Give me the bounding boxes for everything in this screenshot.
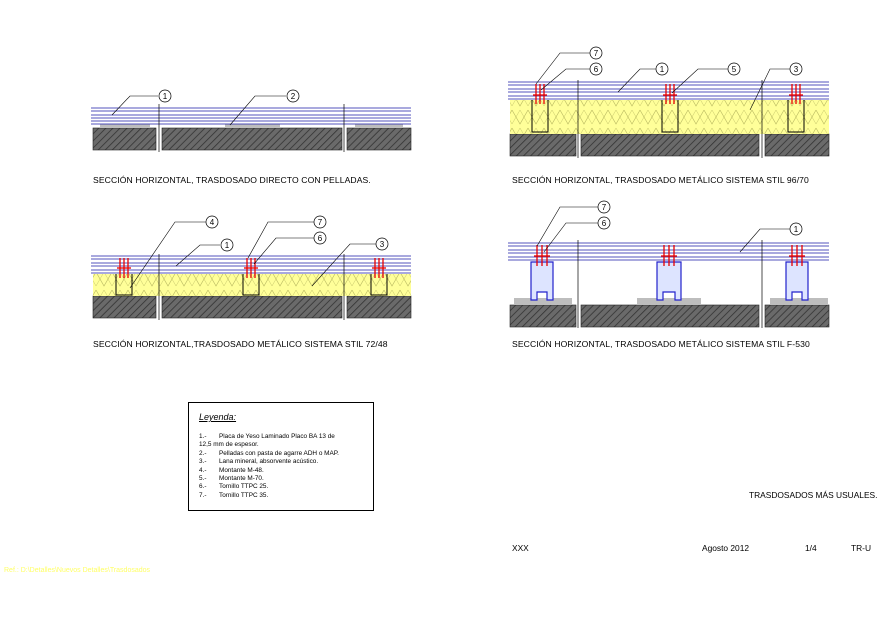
section-stil-f530-drawing: 7 6 1 <box>508 200 830 328</box>
studs-m70 <box>531 100 805 133</box>
callout-3-bubble: 3 <box>789 62 803 76</box>
mineral-wool <box>510 100 829 134</box>
screws <box>117 258 386 278</box>
svg-text:3: 3 <box>794 65 799 74</box>
svg-text:6: 6 <box>602 219 607 228</box>
svg-text:7: 7 <box>318 218 323 227</box>
callout-1-bubble: 1 <box>158 89 172 103</box>
masonry-wall <box>92 127 412 151</box>
legend-item: 7.-Tornillo TTPC 35. <box>199 491 269 499</box>
callout-7-bubble: 7 <box>597 200 611 214</box>
legend-item: 4.-Montante M-48. <box>199 466 264 474</box>
screws <box>533 84 803 104</box>
section-stil-f530-caption: SECCIÓN HORIZONTAL, TRASDOSADO METÁLICO … <box>512 339 810 349</box>
file-path-label: Ref.: D:\Detalles\Nuevos Detalles\Trasdo… <box>4 567 151 574</box>
svg-text:6: 6 <box>594 65 599 74</box>
callout-3-bubble: 3 <box>375 237 389 251</box>
section-stil-96-70-drawing: 7 6 1 5 3 <box>508 46 830 158</box>
studs-m48 <box>115 274 388 296</box>
screws <box>534 245 805 266</box>
section-stil-96-70-caption: SECCIÓN HORIZONTAL, TRASDOSADO METÁLICO … <box>512 175 809 185</box>
legend-list: 1.-Placa de Yeso Laminado Placo BA 13 de… <box>199 433 339 500</box>
studs-f530 <box>530 261 809 301</box>
legend-item: 1.-Placa de Yeso Laminado Placo BA 13 de <box>199 433 335 440</box>
sheet-code: TR-U <box>851 543 872 553</box>
legend-item: 12,5 mm de espesor. <box>199 441 259 449</box>
page-number: 1/4 <box>805 543 817 553</box>
callout-6-bubble: 6 <box>589 62 603 76</box>
svg-text:7: 7 <box>602 203 607 212</box>
section-stil-72-48-drawing: 4 1 7 6 3 <box>91 215 412 320</box>
svg-text:1: 1 <box>660 65 665 74</box>
callout-1-bubble: 1 <box>789 222 803 236</box>
callout-4-bubble: 4 <box>205 215 219 229</box>
legend-box: Leyenda: 1.-Placa de Yeso Laminado Placo… <box>188 402 374 511</box>
callout-5-bubble: 5 <box>727 62 741 76</box>
legend-item: 5.-Montante M-70. <box>199 475 264 483</box>
callout-1-bubble: 1 <box>655 62 669 76</box>
date-label: Agosto 2012 <box>702 543 750 553</box>
sheet-title: TRASDOSADOS MÁS USUALES. <box>749 490 878 500</box>
legend-title: Leyenda: <box>199 412 237 422</box>
callout-6-bubble: 6 <box>597 216 611 230</box>
svg-text:1: 1 <box>794 225 799 234</box>
legend-item: 2.-Pelladas con pasta de agarre ADH o MA… <box>199 449 339 457</box>
section-direct-caption: SECCIÓN HORIZONTAL, TRASDOSADO DIRECTO C… <box>93 175 371 185</box>
mineral-wool <box>93 274 411 296</box>
svg-text:7: 7 <box>594 49 599 58</box>
author-label: XXX <box>512 543 529 553</box>
svg-text:5: 5 <box>732 65 737 74</box>
callout-7-bubble: 7 <box>589 46 603 60</box>
callout-7-bubble: 7 <box>313 215 327 229</box>
adhesive-pelladas <box>100 124 403 128</box>
svg-text:2: 2 <box>291 92 296 101</box>
legend-item: 3.-Lana mineral, absorvente acústico. <box>199 458 319 466</box>
stud-bases <box>514 298 828 305</box>
svg-text:6: 6 <box>318 234 323 243</box>
svg-text:1: 1 <box>163 92 168 101</box>
callout-1-bubble: 1 <box>220 238 234 252</box>
callout-6-bubble: 6 <box>313 231 327 245</box>
section-stil-72-48-caption: SECCIÓN HORIZONTAL,TRASDOSADO METÁLICO S… <box>93 339 388 349</box>
callout-2-bubble: 2 <box>286 89 300 103</box>
legend-item: 6.-Tornillo TTPC 25. <box>199 483 269 491</box>
svg-text:1: 1 <box>225 241 230 250</box>
svg-text:3: 3 <box>380 240 385 249</box>
plasterboard-layers <box>91 107 411 125</box>
svg-text:4: 4 <box>210 218 215 227</box>
